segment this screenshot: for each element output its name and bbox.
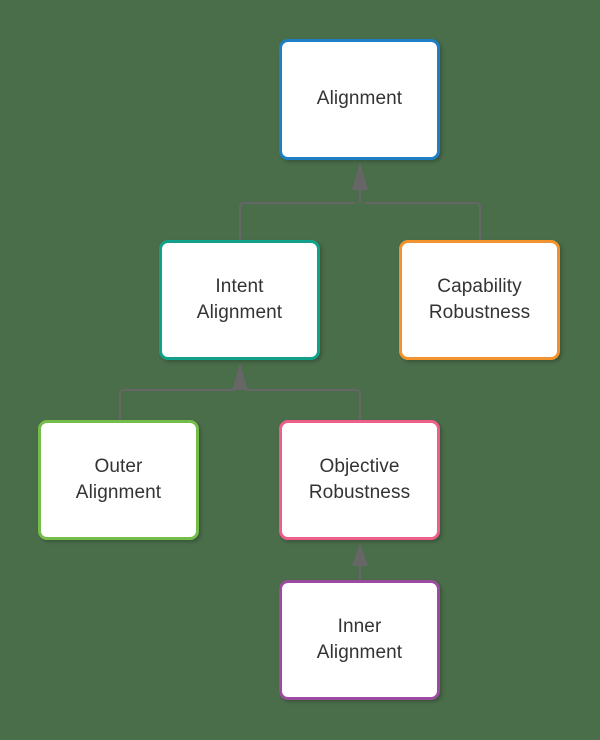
node-intent-alignment[interactable]: Intent Alignment — [159, 240, 320, 360]
edge-capability-to-alignment — [365, 202, 481, 240]
edge-group-level-3 — [352, 543, 368, 580]
node-capability-robustness[interactable]: Capability Robustness — [399, 240, 560, 360]
edge-group-level-2 — [119, 363, 361, 420]
node-alignment-label: Alignment — [316, 88, 403, 110]
node-intent-alignment-label: Intent Alignment — [196, 275, 283, 323]
node-alignment[interactable]: Alignment — [279, 39, 440, 160]
node-inner-alignment[interactable]: Inner Alignment — [279, 580, 440, 700]
node-objective-robustness-label: Objective Robustness — [308, 455, 411, 503]
node-inner-alignment-label: Inner Alignment — [316, 615, 403, 663]
arrowhead-up-to-objective — [352, 543, 368, 566]
node-outer-alignment-label: Outer Alignment — [75, 455, 162, 503]
node-objective-robustness[interactable]: Objective Robustness — [279, 420, 440, 540]
edge-group-level-1 — [239, 162, 481, 240]
node-outer-alignment[interactable]: Outer Alignment — [38, 420, 199, 540]
edge-outer-to-intent — [119, 389, 235, 420]
arrowhead-up-to-alignment — [352, 162, 368, 190]
edge-objective-to-intent — [245, 389, 361, 420]
arrowhead-up-to-intent — [232, 363, 248, 390]
edge-intent-to-alignment — [239, 202, 355, 240]
node-capability-robustness-label: Capability Robustness — [428, 275, 531, 323]
